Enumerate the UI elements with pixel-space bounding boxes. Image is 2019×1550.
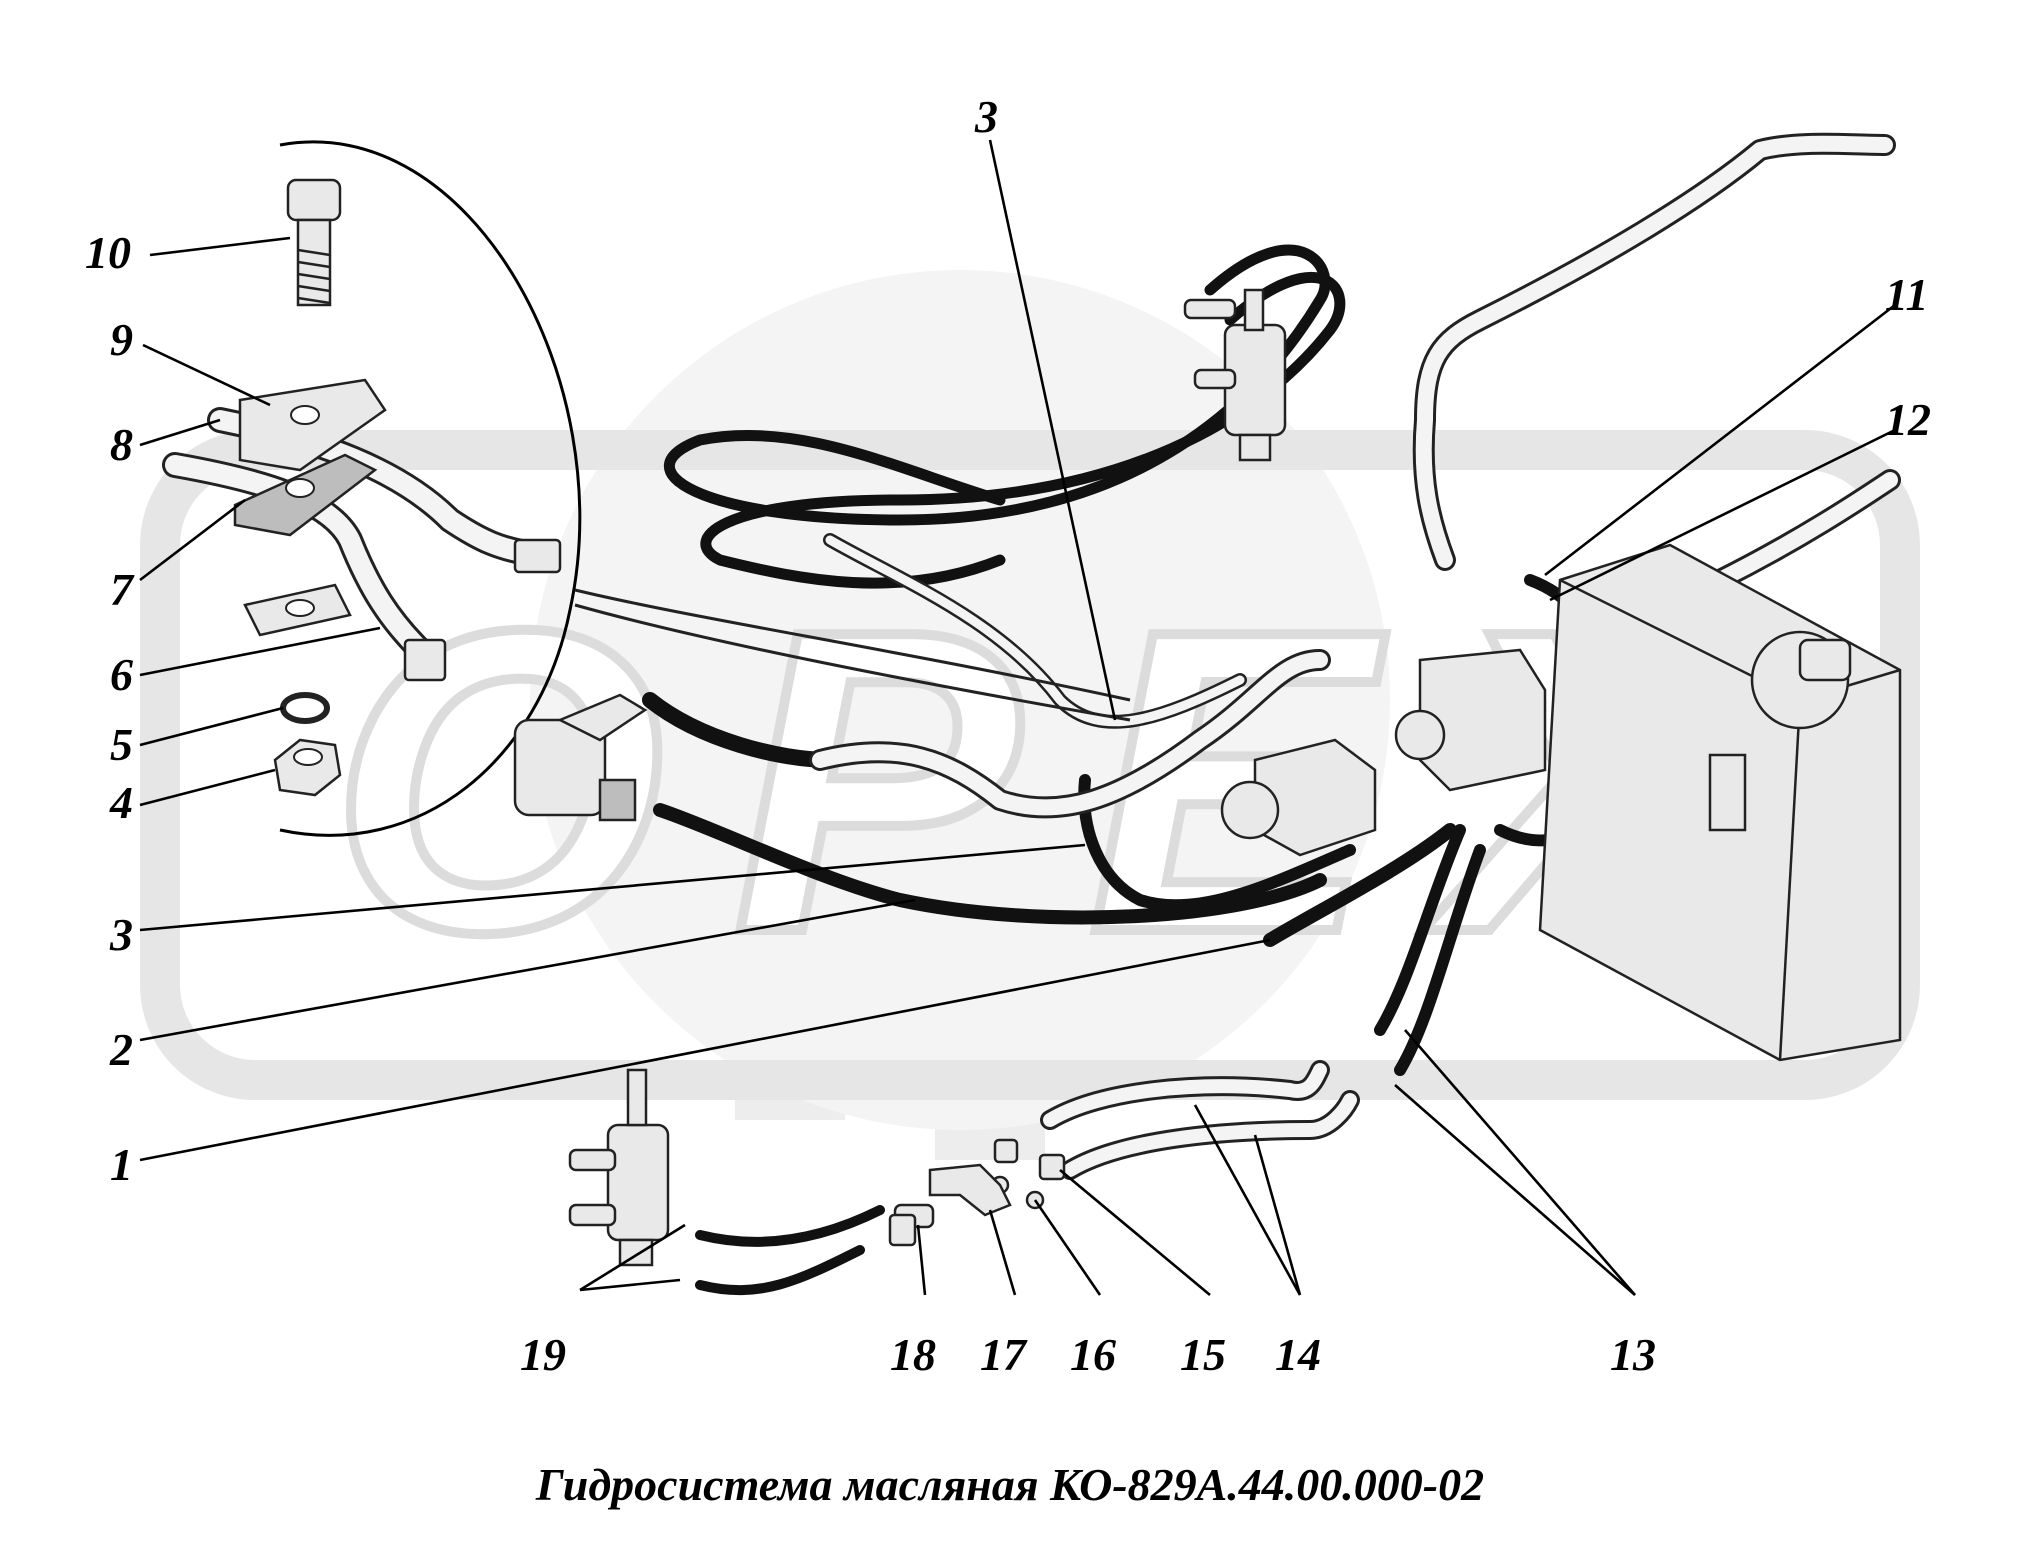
label-17: 17 [980, 1329, 1028, 1380]
diagram-caption: Гидросистема масляная КО-829А.44.00.000-… [535, 1459, 1484, 1510]
label-6: 6 [110, 649, 133, 700]
detail-parts [162, 178, 562, 797]
valve-block [1220, 648, 1547, 857]
leader-lines [139, 139, 1896, 1296]
components [513, 288, 1902, 1267]
label-7: 7 [110, 564, 135, 615]
label-5: 5 [110, 719, 133, 770]
bottom-cylinder [568, 1068, 670, 1267]
label-19: 19 [520, 1329, 566, 1380]
label-11: 11 [1885, 269, 1928, 320]
label-9: 9 [110, 314, 133, 365]
metal-tubes [574, 132, 1901, 1180]
label-15: 15 [1180, 1329, 1226, 1380]
label-1: 1 [110, 1139, 133, 1190]
label-12: 12 [1885, 394, 1931, 445]
oil-tank [1538, 543, 1902, 1062]
pump-left [513, 693, 648, 822]
label-18: 18 [890, 1329, 936, 1380]
callout-labels: 10 9 8 7 6 5 4 3 2 1 3 11 12 19 18 17 16… [85, 91, 1931, 1380]
label-4: 4 [109, 777, 133, 828]
label-10: 10 [85, 227, 131, 278]
label-14: 14 [1275, 1329, 1321, 1380]
label-2: 2 [109, 1024, 133, 1075]
bolt-part [286, 178, 342, 307]
label-16: 16 [1070, 1329, 1116, 1380]
label-3-left: 3 [109, 909, 133, 960]
label-13: 13 [1610, 1329, 1656, 1380]
label-3-top: 3 [974, 91, 998, 142]
detail-callout-arc [279, 140, 582, 837]
top-cylinder [1183, 288, 1287, 462]
label-8: 8 [110, 419, 133, 470]
